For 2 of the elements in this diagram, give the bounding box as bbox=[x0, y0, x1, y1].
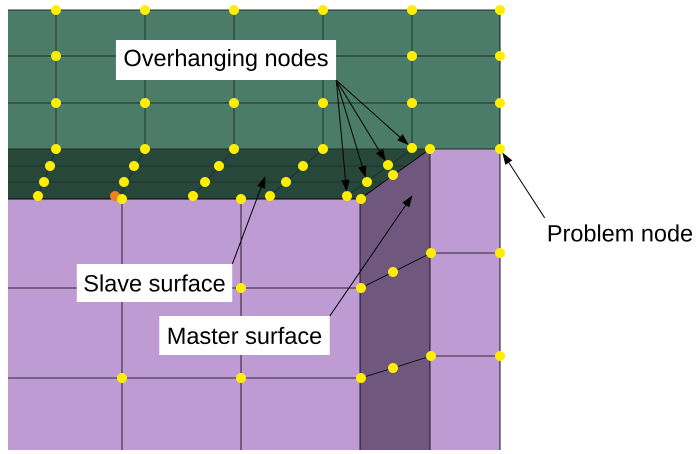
node-dot bbox=[495, 144, 505, 154]
callout-label: Problem node bbox=[548, 224, 692, 242]
